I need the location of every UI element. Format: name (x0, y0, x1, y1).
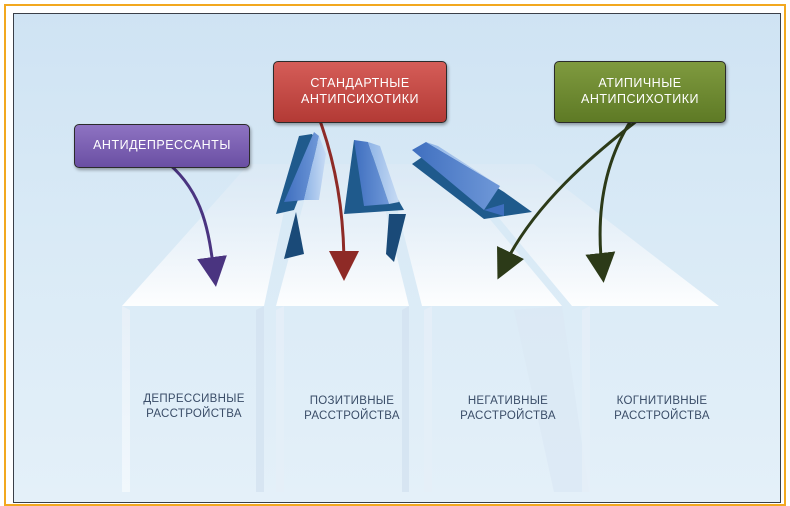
lane-depressive (122, 164, 294, 492)
disorder-line1: НЕГАТИВНЫЕ (468, 394, 548, 409)
atypical-antipsychotics-label: АТИПИЧНЫЕ АНТИПСИХОТИКИ (554, 61, 726, 123)
disorder-cognitive: КОГНИТИВНЫЕ РАССТРОЙСТВА (592, 394, 732, 424)
antidepressants-label: АНТИДЕПРЕССАНТЫ (74, 124, 250, 168)
atypical-line1: АТИПИЧНЫЕ (598, 76, 681, 92)
disorder-line2: РАССТРОЙСТВА (614, 409, 710, 424)
disorder-line1: ДЕПРЕССИВНЫЕ (143, 392, 244, 407)
standard-line1: СТАНДАРТНЫЕ (310, 76, 409, 92)
diagram-panel: АНТИДЕПРЕССАНТЫ СТАНДАРТНЫЕ АНТИПСИХОТИК… (13, 13, 781, 503)
antidepressants-text: АНТИДЕПРЕССАНТЫ (93, 138, 231, 154)
disorder-line2: РАССТРОЙСТВА (146, 407, 242, 422)
disorder-positive: ПОЗИТИВНЫЕ РАССТРОЙСТВА (282, 394, 422, 424)
outer-frame: АНТИДЕПРЕССАНТЫ СТАНДАРТНЫЕ АНТИПСИХОТИК… (4, 4, 786, 506)
disorder-line2: РАССТРОЙСТВА (304, 409, 400, 424)
standard-line2: АНТИПСИХОТИКИ (301, 92, 419, 108)
disorder-line1: КОГНИТИВНЫЕ (617, 394, 708, 409)
atypical-line2: АНТИПСИХОТИКИ (581, 92, 699, 108)
standard-antipsychotics-label: СТАНДАРТНЫЕ АНТИПСИХОТИКИ (273, 61, 447, 123)
disorder-depressive: ДЕПРЕССИВНЫЕ РАССТРОЙСТВА (124, 392, 264, 422)
disorder-line2: РАССТРОЙСТВА (460, 409, 556, 424)
disorder-negative: НЕГАТИВНЫЕ РАССТРОЙСТВА (438, 394, 578, 424)
disorder-line1: ПОЗИТИВНЫЕ (310, 394, 395, 409)
